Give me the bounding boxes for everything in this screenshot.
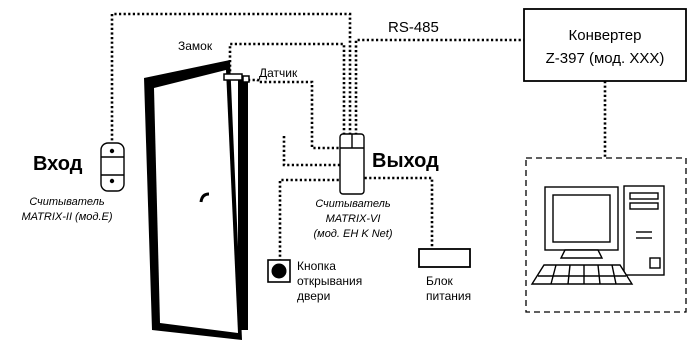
lock-label: Замок: [178, 39, 213, 53]
wire-sensor: [248, 78, 340, 150]
button-label-line3: двери: [297, 289, 330, 303]
door-face: [154, 70, 238, 333]
power-supply-box: [418, 248, 471, 268]
sensor-block: [242, 75, 250, 83]
reader-entry-line1: Считыватель: [29, 196, 105, 208]
wire-rs485: [354, 38, 524, 135]
door-handle-icon: [199, 192, 210, 203]
converter-label-line1: Конвертер: [569, 27, 642, 44]
entry-reader-icon: [100, 142, 125, 192]
reader-exit-line2: MATRIX-VI: [326, 213, 381, 225]
computer-icon: [530, 185, 665, 285]
exit-reader-icon: [339, 133, 365, 195]
door-frame: [238, 80, 248, 330]
power-label-line1: Блок: [426, 274, 454, 288]
pc-enclosure: [525, 157, 687, 313]
rs485-label: RS-485: [388, 19, 439, 36]
wire-entry-reader: [110, 12, 352, 145]
reader-exit-line3: (мод. EH K Net): [313, 228, 392, 240]
power-label-line2: питания: [426, 289, 471, 303]
button-label-line1: Кнопка: [297, 259, 336, 273]
reader-exit-line1: Считыватель: [315, 198, 391, 210]
lock-block: [223, 73, 243, 81]
door-button-icon: [267, 259, 291, 283]
wire-exit-loop: [282, 135, 340, 167]
reader-entry-line2: MATRIX-II (мод.E): [21, 211, 112, 223]
entry-label: Вход: [33, 153, 83, 175]
exit-label: Выход: [372, 150, 439, 172]
converter-box: [523, 8, 687, 82]
converter-label-line2: Z-397 (мод. XXX): [546, 50, 665, 67]
button-label-line2: открывания: [297, 274, 362, 288]
sensor-label: Датчик: [259, 66, 298, 80]
wire-power: [360, 176, 434, 250]
door: [144, 60, 250, 340]
